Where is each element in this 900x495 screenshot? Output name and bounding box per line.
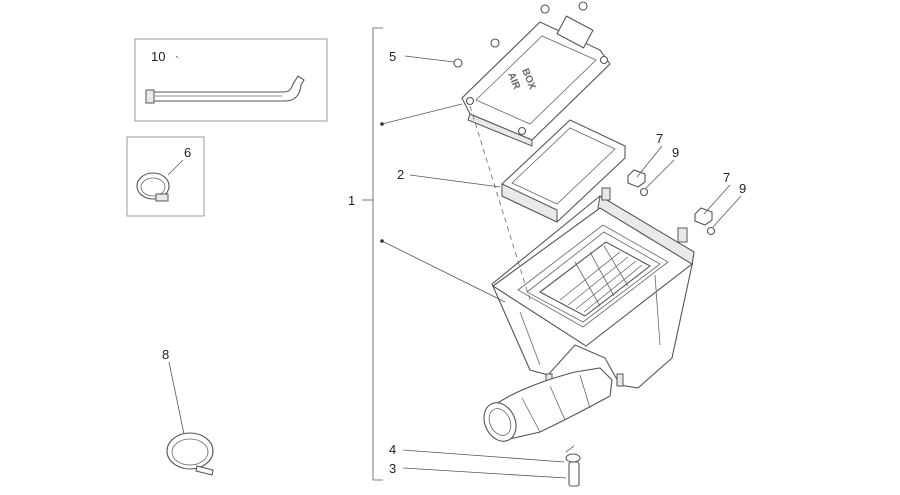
- callout-10: 10: [151, 49, 165, 64]
- part-8-spring-clamp: [166, 432, 214, 476]
- callout-3: 3: [389, 461, 396, 476]
- callout-9-upper: 9: [672, 145, 679, 160]
- part-6-hose-clamp: [136, 172, 170, 202]
- inset-frame-part-6: [126, 136, 205, 217]
- callout-5: 5: [389, 49, 396, 64]
- part-1-air-box-cover: AIR BOX: [461, 15, 611, 147]
- part-7-clip-lower: [694, 207, 713, 226]
- inset-frame-part-10: [134, 38, 328, 122]
- part-3-drain-tube: [568, 461, 580, 487]
- assembly-bracket: [362, 27, 383, 481]
- part-4-drain-clip: [565, 453, 581, 463]
- callout-8: 8: [162, 347, 169, 362]
- part-5-screws: [453, 1, 609, 136]
- callout-7-lower: 7: [723, 170, 730, 185]
- part-9-rivet-upper: [639, 187, 649, 197]
- part-1-intake-duct: [483, 367, 613, 442]
- leader-lines: [167, 55, 742, 479]
- part-9-rivet-lower: [706, 226, 716, 236]
- callout-7-upper: 7: [656, 131, 663, 146]
- callout-6: 6: [184, 145, 191, 160]
- part-1-air-box-housing: [491, 187, 695, 389]
- callout-1: 1: [348, 193, 355, 208]
- callout-9-lower: 9: [739, 181, 746, 196]
- callout-4: 4: [389, 442, 396, 457]
- callout-2: 2: [397, 167, 404, 182]
- part-2-air-filter: [501, 119, 626, 223]
- part-7-clip-upper: [627, 169, 646, 188]
- part-10-breather-hose: [145, 75, 305, 104]
